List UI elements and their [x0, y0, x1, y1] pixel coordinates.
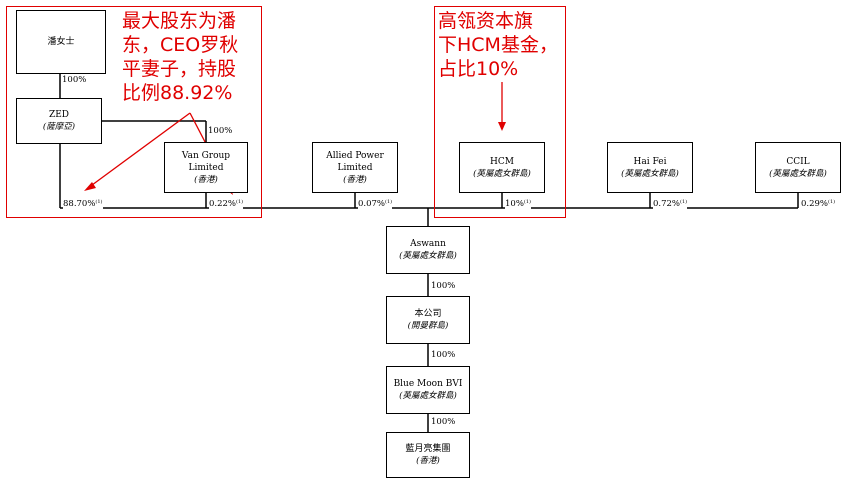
- annotation-major-shareholder: 最大股东为潘 东，CEO罗秋 平妻子，持股 比例88.92%: [122, 9, 260, 105]
- pct-value: 0.72%: [653, 199, 681, 209]
- pct-haifei: 0.72%(1): [653, 197, 688, 209]
- entity-name: Hai Fei: [633, 156, 667, 167]
- annotation-line: 高瓴资本旗: [438, 10, 534, 32]
- entity-place: (香港): [343, 174, 367, 185]
- entity-hai-fei: Hai Fei (英屬處女群島): [607, 142, 693, 193]
- annotation-hcm: 高瓴资本旗 下HCM基金， 占比10%: [438, 9, 564, 81]
- entity-name: 潘女士: [47, 37, 75, 47]
- entity-blue-moon-group: 藍月亮集團 (香港): [386, 432, 470, 478]
- entity-place: (英屬處女群島): [399, 251, 457, 261]
- pct-value: 10%: [505, 199, 524, 209]
- pct-hcm: 10%(1): [505, 197, 531, 209]
- footnote-marker: (1): [828, 199, 836, 205]
- annotation-line: 比例88.92%: [122, 82, 233, 104]
- entity-name: HCM: [490, 156, 514, 167]
- footnote-marker: (1): [523, 199, 531, 205]
- pct-value: 0.29%: [801, 199, 829, 209]
- highlight-box-hcm: [434, 6, 566, 218]
- footnote-marker: (1): [95, 199, 103, 205]
- pct-pan-to-zed: 100%: [62, 75, 87, 85]
- entity-place: (香港): [194, 174, 218, 185]
- entity-place: (香港): [416, 456, 440, 466]
- pct-company-to-bluemoon: 100%: [431, 350, 456, 360]
- pct-value: 100%: [431, 281, 456, 291]
- entity-place: (英屬處女群島): [621, 168, 679, 179]
- annotation-line: 最大股东为潘: [122, 10, 237, 32]
- pct-ccil: 0.29%(1): [801, 197, 836, 209]
- annotation-line: 东，CEO罗秋: [122, 34, 239, 56]
- entity-place: (薩摩亞): [42, 122, 76, 132]
- annotation-line: 下HCM基金，: [438, 34, 558, 56]
- entity-place: (開曼群島): [407, 321, 449, 331]
- pct-allied: 0.07%(1): [358, 197, 393, 209]
- entity-van-group: Van Group Limited (香港): [164, 142, 248, 193]
- annotation-line: 占比10%: [438, 58, 519, 80]
- footnote-marker: (1): [236, 199, 244, 205]
- entity-hcm: HCM (英屬處女群島): [459, 142, 545, 193]
- entity-place: (英屬處女群島): [473, 168, 531, 179]
- entity-blue-moon-bvi: Blue Moon BVI (英屬處女群島): [386, 366, 470, 414]
- entity-ccil: CCIL (英屬處女群島): [755, 142, 841, 193]
- entity-name: ZED: [48, 110, 70, 120]
- pct-value: 100%: [62, 75, 87, 85]
- entity-allied-power: Allied Power Limited (香港): [312, 142, 398, 193]
- entity-name: 藍月亮集團: [405, 444, 451, 454]
- pct-zed-to-van: 100%: [208, 126, 233, 136]
- pct-value: 100%: [431, 350, 456, 360]
- entity-name: CCIL: [786, 156, 810, 167]
- pct-aswann-to-company: 100%: [431, 281, 456, 291]
- pct-zed: 88.70%(1): [63, 197, 103, 209]
- entity-aswann: Aswann (英屬處女群島): [386, 226, 470, 274]
- entity-name: Van Group Limited: [181, 150, 231, 173]
- entity-pan-ns: 潘女士: [16, 10, 106, 74]
- entity-name: Aswann: [410, 239, 446, 249]
- entity-name: Blue Moon BVI: [393, 379, 463, 389]
- pct-value: 88.70%: [63, 199, 96, 209]
- entity-zed: ZED (薩摩亞): [16, 98, 102, 144]
- entity-company: 本公司 (開曼群島): [386, 296, 470, 344]
- annotation-line: 平妻子，持股: [122, 58, 237, 80]
- entity-place: (英屬處女群島): [769, 168, 827, 179]
- pct-value: 0.07%: [358, 199, 386, 209]
- footnote-marker: (1): [385, 199, 393, 205]
- pct-value: 100%: [208, 126, 233, 136]
- entity-place: (英屬處女群島): [399, 391, 457, 401]
- pct-bluemoon-to-group: 100%: [431, 417, 456, 427]
- entity-name: Allied Power Limited: [326, 150, 384, 173]
- pct-value: 0.22%: [209, 199, 237, 209]
- highlight-box-major-shareholder: [6, 6, 262, 218]
- pct-van: 0.22%(1): [209, 197, 244, 209]
- entity-name: 本公司: [414, 309, 442, 319]
- pct-value: 100%: [431, 417, 456, 427]
- footnote-marker: (1): [680, 199, 688, 205]
